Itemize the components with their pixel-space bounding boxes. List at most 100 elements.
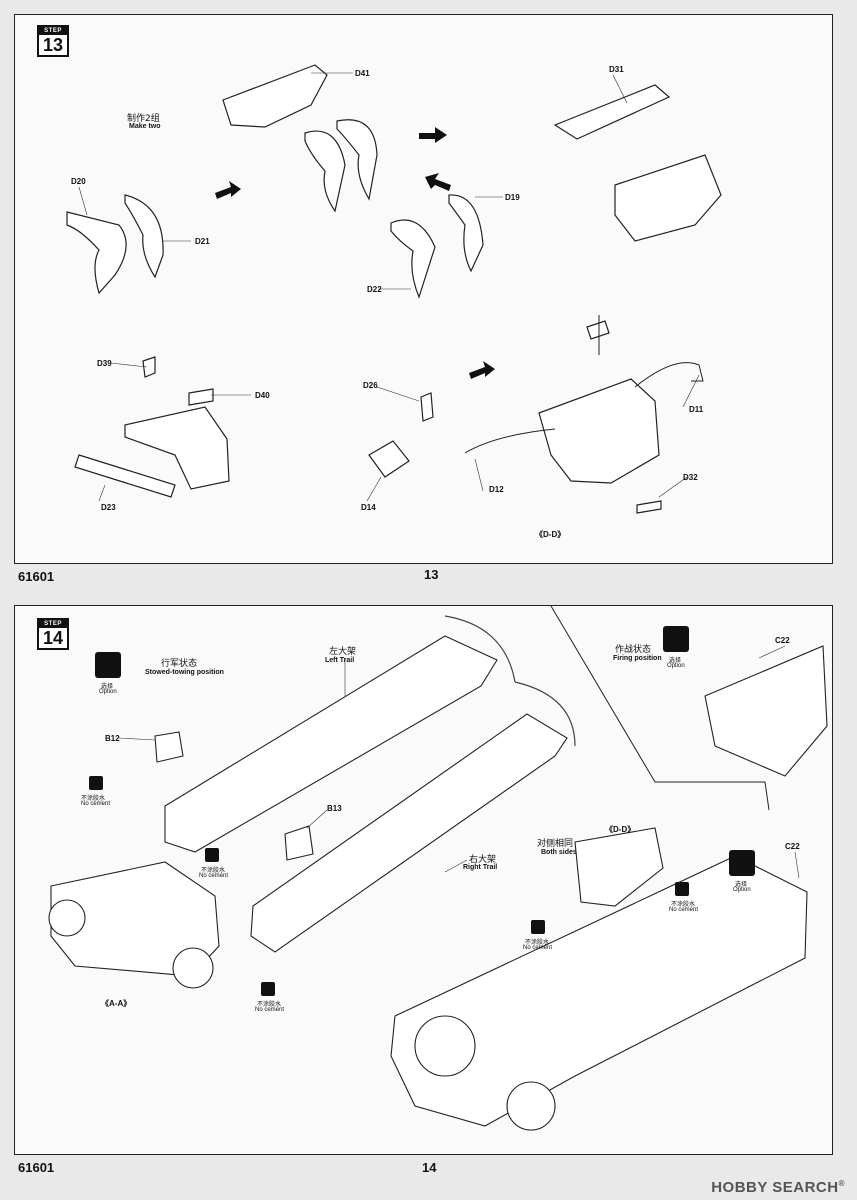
no-cement-icon <box>261 982 275 996</box>
option-en: Option <box>733 887 751 893</box>
section-ref-a-a: 《A-A》 <box>101 999 132 1008</box>
assembly-diagram-13 <box>66 64 722 514</box>
part-b13-drawing <box>284 825 314 861</box>
assembly-diagram-14 <box>48 606 828 1131</box>
no-cement-icon <box>205 848 219 862</box>
both-sides-cn: 对侧相同 <box>537 839 574 849</box>
option-cn: 选择 <box>101 683 114 690</box>
part-label-c22: C22 <box>775 636 790 645</box>
part-label-d26: D26 <box>363 381 378 390</box>
part-upper-pin-drawing <box>586 320 610 340</box>
left-trail-en: Left Trail <box>325 657 355 664</box>
assembly-left-subunit-drawing <box>124 406 230 490</box>
arrow-icon <box>419 127 447 143</box>
right-trail-cn: 右大架 <box>469 855 497 865</box>
part-label-c22: C22 <box>785 842 800 851</box>
arrow-icon <box>425 173 451 191</box>
part-d11-drawing <box>634 362 704 388</box>
section-ref-d-d: 《D-D》 <box>605 825 636 834</box>
main-assembly-drawing <box>390 855 808 1127</box>
stowed-en: Stowed-towing position <box>145 669 224 676</box>
assembly-d-d-drawing <box>538 378 660 484</box>
part-d26-drawing <box>420 392 434 422</box>
firing-en: Firing position <box>613 655 662 662</box>
no-cement-en: No cement <box>669 907 699 913</box>
part-d21-drawing <box>124 194 164 279</box>
turntable-drawing <box>414 1015 476 1077</box>
inset-divider <box>550 606 770 811</box>
no-cement-icon <box>89 776 103 790</box>
option-cn: 选择 <box>735 881 748 888</box>
part-b12-drawing <box>154 731 184 763</box>
arrow-icon <box>215 181 241 199</box>
part-d31-drawing <box>553 84 671 140</box>
rotation-arc <box>514 681 576 747</box>
watermark-logo: HOBBY SEARCH® <box>711 1179 845 1196</box>
assembly-d-d-drawing <box>574 827 664 907</box>
kit-number: 61601 <box>18 1160 55 1175</box>
part-label-b12: B12 <box>105 734 120 743</box>
option-icon <box>729 850 755 876</box>
no-cement-cn: 不涂胶水 <box>201 867 226 874</box>
part-plate-a-drawing <box>304 130 346 213</box>
make-two-cn: 制作2组 <box>127 114 160 124</box>
no-cement-en: No cement <box>199 873 229 879</box>
part-label-d32: D32 <box>683 473 698 482</box>
carriage-firing-inset-drawing <box>704 645 828 777</box>
no-cement-cn: 不涂胶水 <box>257 1001 282 1008</box>
part-d23-drawing <box>74 454 176 498</box>
step-number: 14 <box>42 628 64 648</box>
wheel-drawing <box>506 1081 556 1131</box>
part-label-d41: D41 <box>355 69 370 78</box>
section-ref-d-d: 《D-D》 <box>535 530 566 539</box>
option-en: Option <box>667 663 685 669</box>
no-cement-en: No cement <box>81 801 111 807</box>
part-label-d39: D39 <box>97 359 112 368</box>
part-label-d22: D22 <box>367 285 382 294</box>
part-d41-drawing <box>222 64 328 128</box>
part-d22-drawing <box>390 219 436 299</box>
step-badge: STEP 13 <box>37 25 69 57</box>
no-cement-cn: 不涂胶水 <box>81 795 106 802</box>
option-cn: 选择 <box>669 657 682 664</box>
part-d14-drawing <box>368 440 410 478</box>
step-label: STEP <box>39 620 67 628</box>
instruction-page-14: STEP 14 <box>14 605 833 1155</box>
kit-number: 61601 <box>18 569 55 584</box>
option-icon <box>663 626 689 652</box>
part-d12-drawing <box>464 428 556 454</box>
left-trail-drawing <box>164 635 498 853</box>
part-label-d20: D20 <box>71 177 86 186</box>
no-cement-en: No cement <box>523 945 553 951</box>
step-badge: STEP 14 <box>37 618 69 650</box>
part-d40-drawing <box>188 388 214 406</box>
part-label-d14: D14 <box>361 503 376 512</box>
no-cement-cn: 不涂胶水 <box>671 901 696 908</box>
step-label: STEP <box>39 27 67 35</box>
part-label-b13: B13 <box>327 804 342 813</box>
part-d19-drawing <box>448 194 484 273</box>
option-icon <box>95 652 121 678</box>
left-trail-cn: 左大架 <box>329 647 357 657</box>
part-label-d19: D19 <box>505 193 520 202</box>
no-cement-en: No cement <box>255 1007 285 1013</box>
watermark-reg: ® <box>838 1179 845 1188</box>
no-cement-cn: 不涂胶水 <box>525 939 550 946</box>
part-label-d31: D31 <box>609 65 624 74</box>
instruction-page-13: STEP 13 <box>14 14 833 564</box>
rotation-arc <box>444 615 516 683</box>
option-en: Option <box>99 689 117 695</box>
stowed-cn: 行军状态 <box>161 659 198 669</box>
no-cement-icon <box>531 920 545 934</box>
assembly-d-subunit-drawing <box>614 154 722 242</box>
arrow-icon <box>469 361 495 379</box>
both-sides-en: Both sides <box>541 849 577 856</box>
part-d20-drawing <box>66 211 127 295</box>
firing-cn: 作战状态 <box>615 645 652 655</box>
part-d39-drawing <box>142 356 156 378</box>
part-label-d11: D11 <box>689 405 704 414</box>
part-label-d21: D21 <box>195 237 210 246</box>
make-two-en: Make two <box>129 123 161 130</box>
no-cement-icon <box>675 882 689 896</box>
right-trail-en: Right Trail <box>463 864 498 871</box>
